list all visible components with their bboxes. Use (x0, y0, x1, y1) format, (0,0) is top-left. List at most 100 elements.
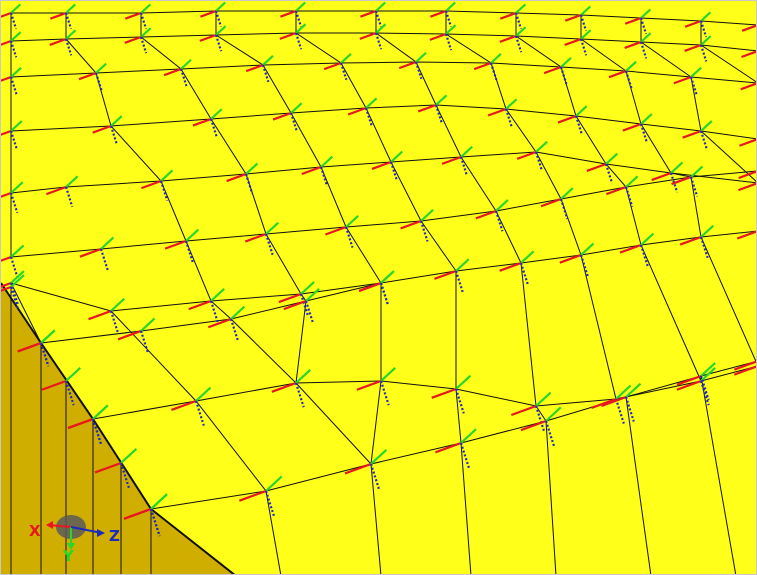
mesh-column-line-4 (295, 11, 472, 574)
triad-x-axis (49, 11, 67, 20)
triad-y-axis (140, 317, 156, 332)
triad-z-axis (319, 166, 329, 187)
triad-x-axis (510, 404, 537, 417)
triad-z-axis (289, 112, 298, 132)
triad-z-axis (109, 125, 118, 145)
triad-x-axis (1, 39, 12, 46)
triad-z-axis (504, 108, 513, 128)
triad-x-axis (199, 33, 217, 42)
triad-x-axis (431, 387, 457, 399)
node-triad (271, 369, 312, 408)
triad-y-axis (65, 367, 82, 382)
node-triad (45, 175, 79, 208)
triad-x-axis (487, 107, 507, 117)
node-triad (123, 493, 168, 537)
node-triad (323, 53, 352, 81)
triad-z-axis (434, 104, 443, 124)
triad-y-axis (535, 140, 548, 153)
mesh-column-line-7 (515, 13, 737, 574)
triad-x-axis (499, 34, 517, 43)
triad-z-axis (459, 156, 469, 177)
triad-y-axis (700, 224, 715, 238)
z-axis-label: Z (109, 527, 120, 545)
node-triad (434, 258, 470, 293)
node-triad (79, 236, 115, 271)
triad-x-axis (226, 172, 247, 183)
node-triad (591, 384, 632, 424)
node-triad (676, 362, 716, 401)
triad-y-axis (625, 175, 639, 188)
triad-y-axis (95, 62, 107, 74)
triad-x-axis (557, 114, 577, 124)
triad-x-axis (624, 16, 642, 25)
triad-x-axis (94, 461, 122, 474)
triad-y-axis (65, 3, 77, 14)
triad-x-axis (188, 299, 212, 311)
triad-y-axis (340, 53, 352, 64)
triad-y-axis (535, 391, 552, 407)
triad-y-axis (305, 288, 320, 302)
node-triads (1, 1, 756, 537)
triad-z-axis (214, 10, 223, 27)
node-triad (88, 297, 126, 334)
triad-z-axis (194, 400, 205, 426)
triad-x-axis (141, 179, 162, 190)
triad-x-axis (738, 170, 756, 180)
axis-orientation-widget[interactable]: X Y Z (29, 515, 120, 565)
triad-x-axis (741, 24, 756, 32)
triad-z-axis (614, 398, 625, 424)
triad-x-axis (543, 65, 562, 75)
triad-y-axis (375, 1, 386, 12)
node-triad (679, 224, 715, 259)
triad-y-axis (150, 493, 168, 510)
node-triad (733, 360, 756, 371)
triad-y-axis (415, 52, 427, 63)
triad-x-axis (473, 61, 492, 71)
triad-x-axis (676, 374, 702, 386)
node-triad (347, 97, 378, 127)
triad-y-axis (320, 155, 334, 168)
triad-y-axis (65, 175, 79, 188)
triad-x-axis (671, 175, 692, 186)
triad-y-axis (575, 105, 588, 117)
node-triad (49, 3, 77, 30)
triad-y-axis (215, 25, 227, 36)
node-triad (682, 120, 713, 150)
node-triad (605, 175, 639, 208)
node-triad (1, 244, 25, 279)
triad-x-axis (429, 32, 447, 41)
triad-z-axis (294, 32, 303, 50)
triad-y-axis (625, 382, 642, 398)
triad-y-axis (435, 94, 448, 106)
node-triad (199, 1, 226, 27)
node-triad (673, 66, 702, 95)
triad-y-axis (445, 24, 457, 35)
triad-z-axis (624, 70, 633, 89)
triad-y-axis (390, 150, 404, 163)
triad-y-axis (455, 374, 472, 390)
triad-y-axis (700, 35, 712, 46)
triad-z-axis (64, 38, 73, 56)
triad-x-axis (733, 360, 756, 371)
node-triad (733, 365, 756, 376)
triad-y-axis (375, 23, 387, 34)
node-triad (124, 3, 152, 30)
triad-x-axis (619, 243, 642, 254)
triad-x-axis (441, 155, 462, 165)
triad-z-axis (64, 380, 75, 406)
triad-z-axis (494, 210, 504, 232)
triad-x-axis (124, 35, 142, 44)
triad-x-axis (163, 67, 182, 77)
triad-x-axis (684, 19, 702, 28)
node-triad (400, 209, 434, 242)
triad-z-axis (94, 72, 103, 91)
node-triad (272, 102, 303, 132)
triad-y-axis (460, 145, 473, 158)
node-triad (520, 406, 562, 447)
node-triad (676, 367, 717, 406)
triad-x-axis (1, 75, 12, 82)
triad-y-axis (110, 297, 126, 312)
triad-z-axis (534, 405, 545, 432)
